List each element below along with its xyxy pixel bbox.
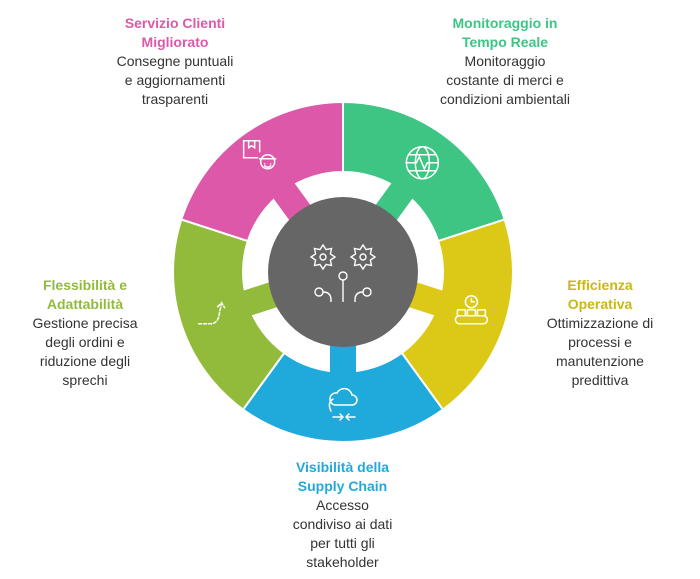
title-monitoraggio: Monitoraggio in Tempo Reale [452, 15, 558, 50]
body-visibilita: Accesso condiviso ai dati per tutti gli … [292, 497, 393, 570]
title-efficienza: Efficienza Operativa [567, 277, 633, 312]
block-monitoraggio: Monitoraggio in Tempo Reale Monitoraggio… [430, 14, 580, 109]
block-servizio: Servizio Clienti Migliorato Consegne pun… [95, 14, 255, 109]
title-flessibilita: Flessibilità e Adattabilità [42, 277, 128, 312]
body-flessibilita: Gestione precisa degli ordini e riduzion… [32, 315, 138, 388]
conveyor-clock-icon [454, 294, 489, 325]
gears-circuit-icon [309, 243, 377, 302]
body-monitoraggio: Monitoraggio costante di merci e condizi… [440, 53, 570, 107]
block-flessibilita: Flessibilità e Adattabilità Gestione pre… [15, 276, 155, 390]
body-efficienza: Ottimizzazione di processi e manutenzion… [546, 315, 654, 388]
delivery-person-icon [242, 140, 277, 170]
title-servizio: Servizio Clienti Migliorato [124, 15, 226, 50]
globe-pulse-icon [405, 146, 440, 180]
segment-servizio [180, 100, 344, 243]
dashed-arrow-icon [197, 301, 226, 325]
cloud-sync-icon [328, 387, 358, 421]
title-visibilita: Visibilità della Supply Chain [295, 459, 390, 494]
block-visibilita: Visibilità della Supply Chain Accesso co… [270, 458, 415, 572]
block-efficienza: Efficienza Operativa Ottimizzazione di p… [530, 276, 670, 390]
body-servizio: Consegne puntuali e aggiornamenti traspa… [116, 53, 234, 107]
